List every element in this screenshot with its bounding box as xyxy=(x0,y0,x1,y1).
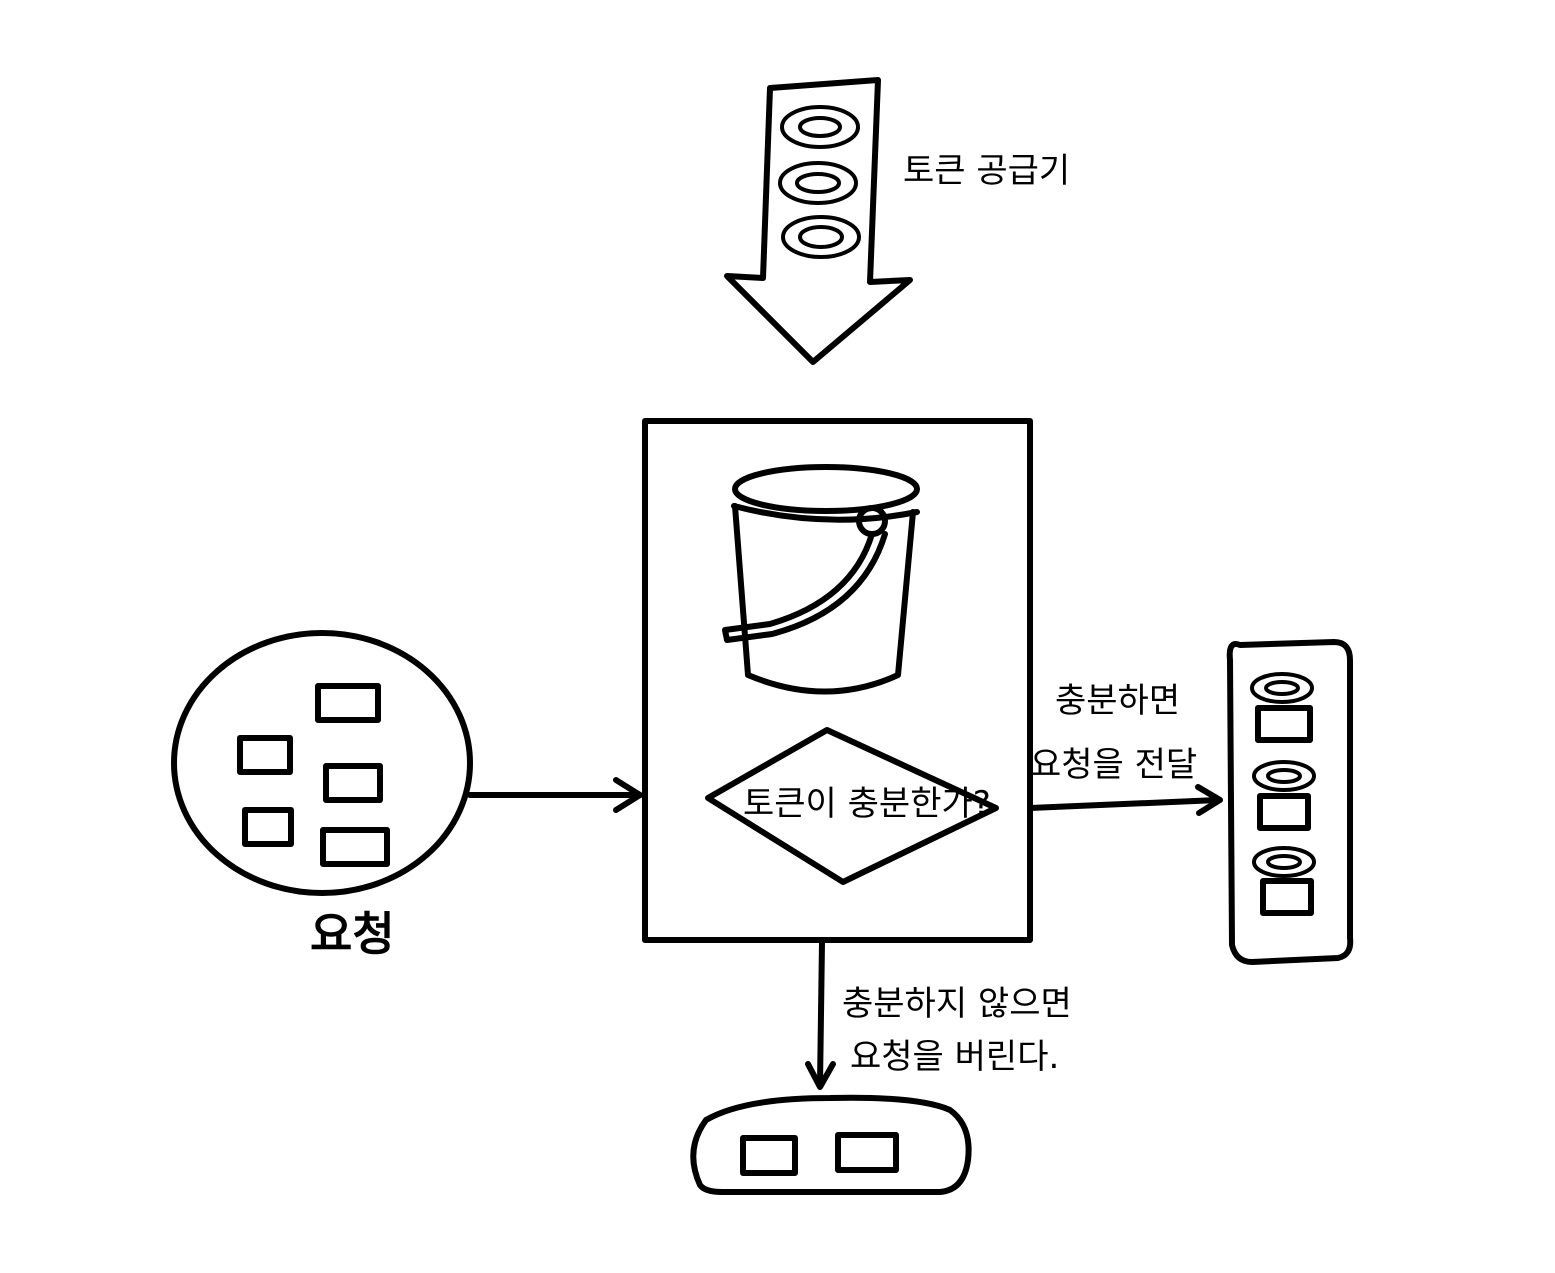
forwarded-request xyxy=(1260,878,1314,916)
request-item xyxy=(237,735,293,775)
supply-token-3 xyxy=(781,215,861,259)
requests-to-bucket-arrow xyxy=(467,777,643,813)
request-pool xyxy=(171,630,473,896)
token-supplier-arrow xyxy=(724,77,913,365)
forward-label-line1: 충분하면 xyxy=(1055,681,1180,721)
decision-label: 토큰이 충분한가? xyxy=(743,784,991,824)
forward-arrow xyxy=(1027,784,1223,816)
forwarded-request xyxy=(1255,705,1313,743)
token-bucket-box xyxy=(642,418,1033,943)
forward-label-line2: 요청을 전달 xyxy=(1030,745,1197,785)
forwarded-request xyxy=(1257,793,1311,831)
request-item xyxy=(315,683,381,723)
token-supplier-label: 토큰 공급기 xyxy=(903,151,1070,191)
request-item xyxy=(323,763,383,803)
dropped-request xyxy=(835,1132,899,1173)
drop-label-line2: 요청을 버린다. xyxy=(850,1037,1059,1077)
forwarded-token xyxy=(1250,672,1314,704)
forwarded-token xyxy=(1252,846,1316,878)
dropped-requests xyxy=(690,1094,972,1195)
forwarded-requests xyxy=(1226,639,1354,965)
bucket-icon xyxy=(722,464,920,695)
request-item xyxy=(320,827,390,867)
forwarded-token xyxy=(1252,760,1316,792)
decision-diamond xyxy=(705,727,999,885)
drop-label-line1: 충분하지 않으면 xyxy=(842,984,1072,1024)
request-item xyxy=(242,807,294,847)
supply-token-1 xyxy=(780,105,860,149)
requests-label: 요청 xyxy=(310,907,395,961)
dropped-request xyxy=(740,1135,798,1176)
drop-arrow xyxy=(805,939,836,1090)
supply-token-2 xyxy=(778,161,858,205)
